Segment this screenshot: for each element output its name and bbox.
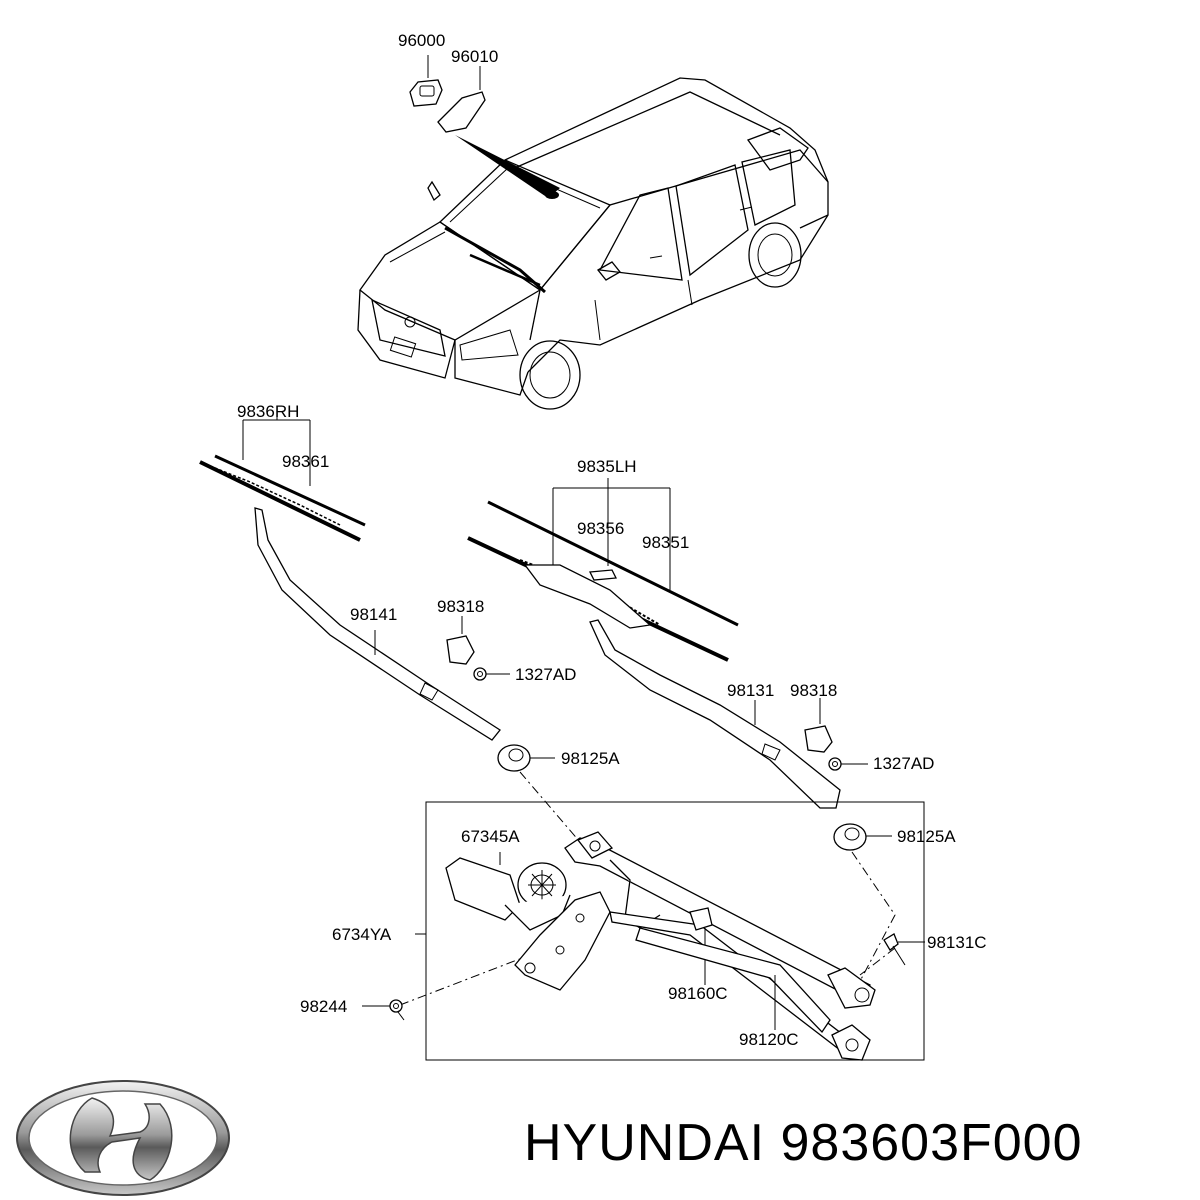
callout-98160C: 98160C (668, 984, 728, 1003)
callout-98361: 98361 (282, 452, 329, 471)
part-98318-cap (446, 635, 475, 665)
callout-98244: 98244 (300, 997, 347, 1016)
part-1327AD-nut (473, 667, 487, 681)
part-96000-sensor (409, 79, 443, 107)
part-98131C-bolt (883, 933, 899, 951)
rain-sensor-parts (409, 55, 486, 133)
vehicle-illustration (357, 77, 829, 410)
callout-1327AD-rh: 1327AD (515, 665, 576, 684)
callout-98351: 98351 (642, 533, 689, 552)
part-98141-arm (254, 507, 501, 741)
part-98351-refill (487, 500, 739, 627)
callout-67345A: 67345A (461, 827, 520, 846)
callout-96010: 96010 (451, 47, 498, 66)
part-96010-cover (437, 91, 486, 133)
assembly-frame (425, 801, 925, 1061)
callout-98141: 98141 (350, 605, 397, 624)
callout-98125A-lh: 98125A (897, 827, 956, 846)
callout-98131: 98131 (727, 681, 774, 700)
part-98131-arm (589, 619, 841, 809)
part-67345A-motor (445, 857, 521, 921)
callout-1327AD-lh: 1327AD (873, 754, 934, 773)
callout-9835LH: 9835LH (577, 457, 637, 476)
callout-96000: 96000 (398, 31, 445, 50)
callout-98318-rh: 98318 (437, 597, 484, 616)
callout-labels: 96000 96010 9836RH 98361 9835LH 98356 98… (237, 31, 987, 1049)
wiper-linkage-assembly (415, 801, 925, 1061)
part-98244-nut (362, 999, 405, 1021)
part-98318-cap-lh (804, 725, 833, 753)
callout-98125A-rh: 98125A (561, 749, 620, 768)
callout-98356: 98356 (577, 519, 624, 538)
rh-wiper-group (199, 412, 555, 772)
part-98356-clip (588, 569, 618, 581)
callout-98131C: 98131C (927, 933, 987, 952)
part-1327AD-nut-lh (828, 757, 842, 771)
hyundai-logo (16, 1080, 230, 1196)
callout-6734YA: 6734YA (332, 925, 392, 944)
part-number-caption: HYUNDAI 983603F000 (524, 1114, 1083, 1172)
lh-wiper-group (467, 478, 892, 851)
callout-98318-lh: 98318 (790, 681, 837, 700)
part-98361-refill (214, 454, 366, 527)
callout-98120C: 98120C (739, 1030, 799, 1049)
part-9836RH-blade (199, 460, 361, 542)
callout-9836RH: 9836RH (237, 402, 299, 421)
